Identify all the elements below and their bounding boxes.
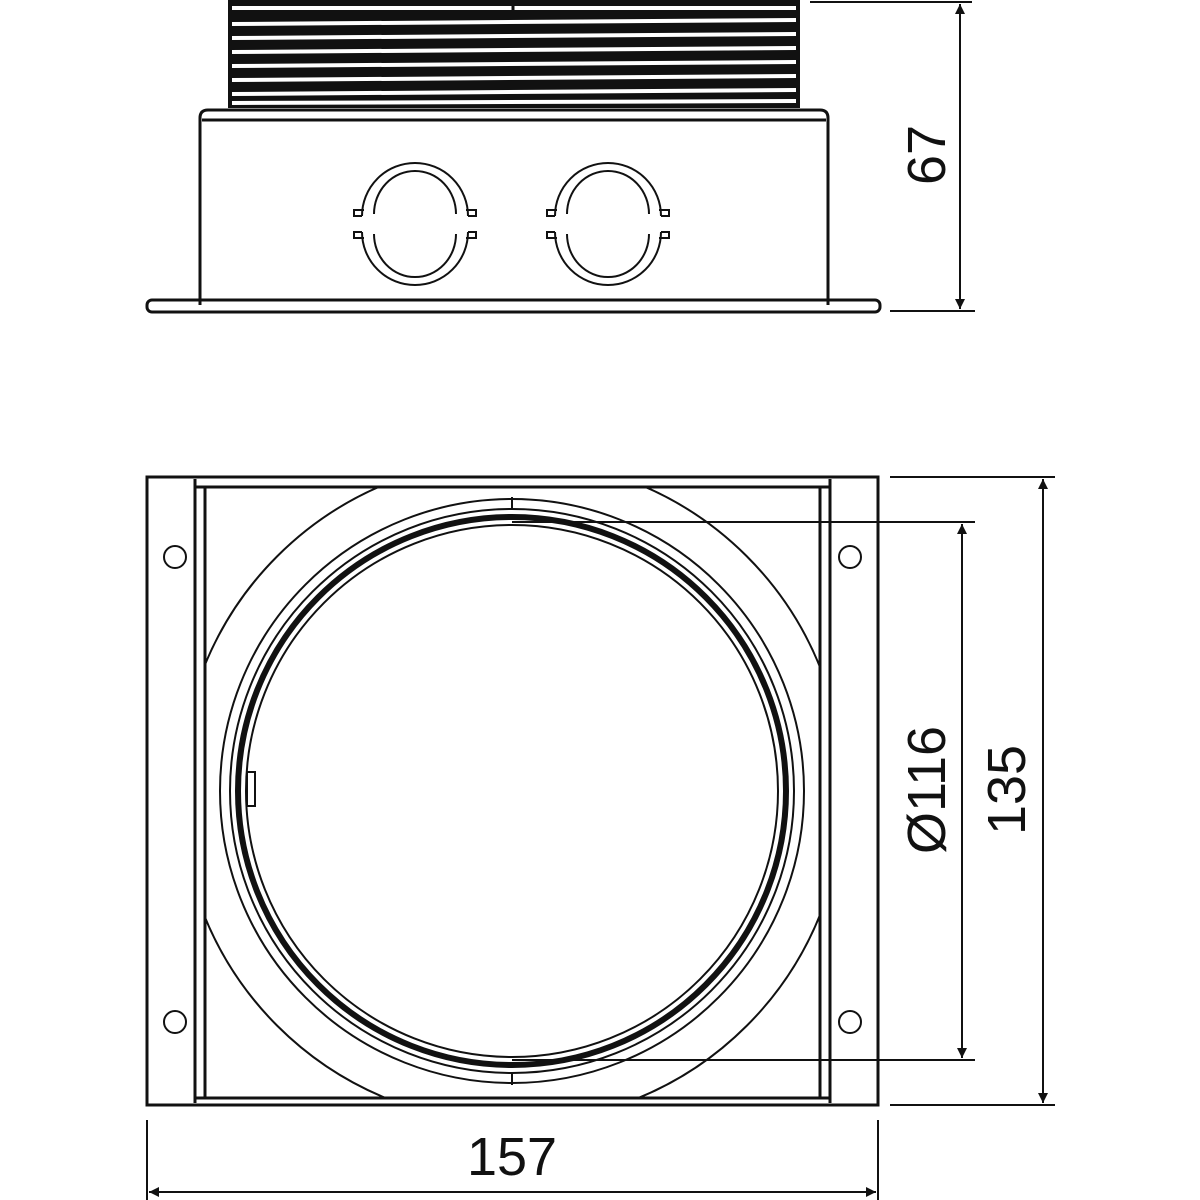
dimension-depth-label: 135 — [977, 745, 1037, 835]
mounting-hole — [838, 1010, 862, 1034]
mounting-flange — [145, 298, 882, 314]
dimension-diameter: Ø116 — [512, 521, 975, 1061]
mounting-hole — [163, 1010, 187, 1034]
plan-view: Ø116 135 157 — [145, 475, 1055, 1200]
dimension-height: 67 — [810, 1, 975, 312]
knockout-right — [546, 162, 670, 286]
threaded-collar — [228, 0, 800, 108]
knockout-left — [353, 162, 477, 286]
box-body — [198, 108, 830, 305]
mounting-hole — [838, 545, 862, 569]
dimension-diameter-label: Ø116 — [897, 726, 957, 854]
outer-collar-outline — [205, 487, 820, 1098]
dimension-width: 157 — [146, 1120, 879, 1200]
dimension-height-label: 67 — [897, 125, 957, 185]
dimension-depth: 135 — [890, 476, 1055, 1106]
dimension-width-label: 157 — [467, 1127, 557, 1187]
side-view: 67 — [145, 0, 975, 314]
mounting-hole — [163, 545, 187, 569]
collar-ring — [219, 498, 805, 1084]
outer-frame — [145, 475, 880, 1107]
